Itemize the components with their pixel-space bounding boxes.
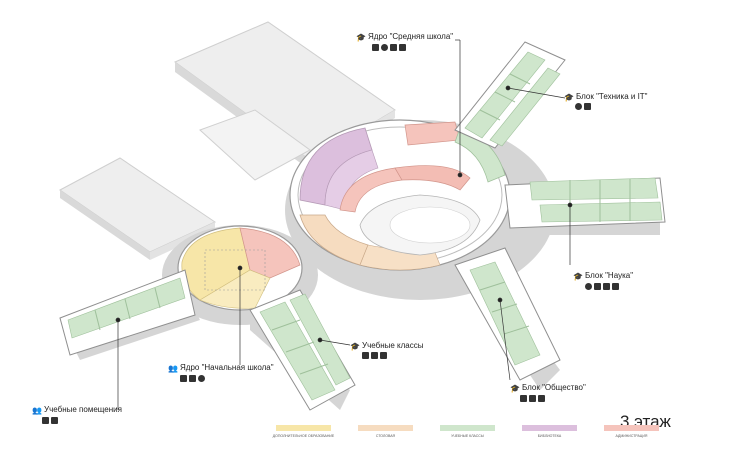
people-icon <box>180 375 187 382</box>
callout-core-middle: 🎓 Ядро "Средняя школа" <box>356 32 454 42</box>
tools-icon <box>390 44 397 51</box>
legend-swatch <box>522 425 577 431</box>
desk-icon <box>42 417 49 424</box>
children-icon: 👥 <box>32 405 42 415</box>
wing-classrooms <box>249 289 356 411</box>
legend-item-library: библиотека <box>522 425 577 438</box>
building-icon <box>538 395 545 402</box>
middle-school-core <box>289 119 511 271</box>
leader-lines <box>115 39 573 410</box>
core-middle-icons <box>372 44 406 51</box>
callout-study-rooms: 👥 Учебные помещения <box>32 405 122 415</box>
people-icon <box>371 352 378 359</box>
book-icon <box>380 352 387 359</box>
computer-icon <box>584 103 591 110</box>
legend-item-additional-education: дополнительное образование <box>273 425 334 438</box>
callout-block-science: 🎓 Блок "Наука" <box>573 271 634 281</box>
wing-society <box>454 247 561 381</box>
study-rooms-icons <box>42 417 58 424</box>
block-society-icons <box>520 395 545 402</box>
legend-swatch <box>604 425 659 431</box>
atom-icon <box>585 283 592 290</box>
graduation-cap-icon: 🎓 <box>564 92 574 102</box>
lightbulb-icon <box>575 103 582 110</box>
wing-study-rooms <box>59 269 196 356</box>
callout-classrooms: 🎓 Учебные классы <box>350 341 424 351</box>
legend-item-dining: столовая <box>358 425 413 438</box>
primary-school-core <box>177 225 303 311</box>
globe-icon <box>381 44 388 51</box>
core-primary-icons <box>180 375 205 382</box>
legend-swatch <box>358 425 413 431</box>
callout-block-society: 🎓 Блок "Общество" <box>510 383 586 393</box>
building-icon <box>399 44 406 51</box>
palette-icon <box>198 375 205 382</box>
book-icon <box>51 417 58 424</box>
wing-science <box>504 177 666 229</box>
graduation-cap-icon: 🎓 <box>573 271 583 281</box>
graduation-cap-icon: 🎓 <box>350 341 360 351</box>
wing-tech-it <box>454 41 566 149</box>
graduation-cap-icon: 🎓 <box>510 383 520 393</box>
legend-item-classrooms: учебные классы <box>440 425 495 438</box>
children-icon: 👥 <box>168 363 178 373</box>
roof-block-small <box>59 157 217 260</box>
legend-item-administration: администрация <box>604 425 659 438</box>
block-tech-icons <box>575 103 591 110</box>
microscope-icon <box>603 283 610 290</box>
legend-swatch <box>276 425 331 431</box>
chart-icon <box>612 283 619 290</box>
people-icon <box>520 395 527 402</box>
callout-block-tech: 🎓 Блок "Техника и IT" <box>564 92 648 102</box>
desk-icon <box>362 352 369 359</box>
block-science-icons <box>585 283 619 290</box>
classrooms-icons <box>362 352 387 359</box>
people-icon <box>372 44 379 51</box>
graduation-cap-icon: 🎓 <box>356 32 366 42</box>
legend: дополнительное образование столовая учеб… <box>273 425 659 438</box>
flask-icon <box>594 283 601 290</box>
callout-core-primary: 👥 Ядро "Начальная школа" <box>168 363 274 373</box>
book-icon <box>529 395 536 402</box>
legend-swatch <box>440 425 495 431</box>
book-icon <box>189 375 196 382</box>
